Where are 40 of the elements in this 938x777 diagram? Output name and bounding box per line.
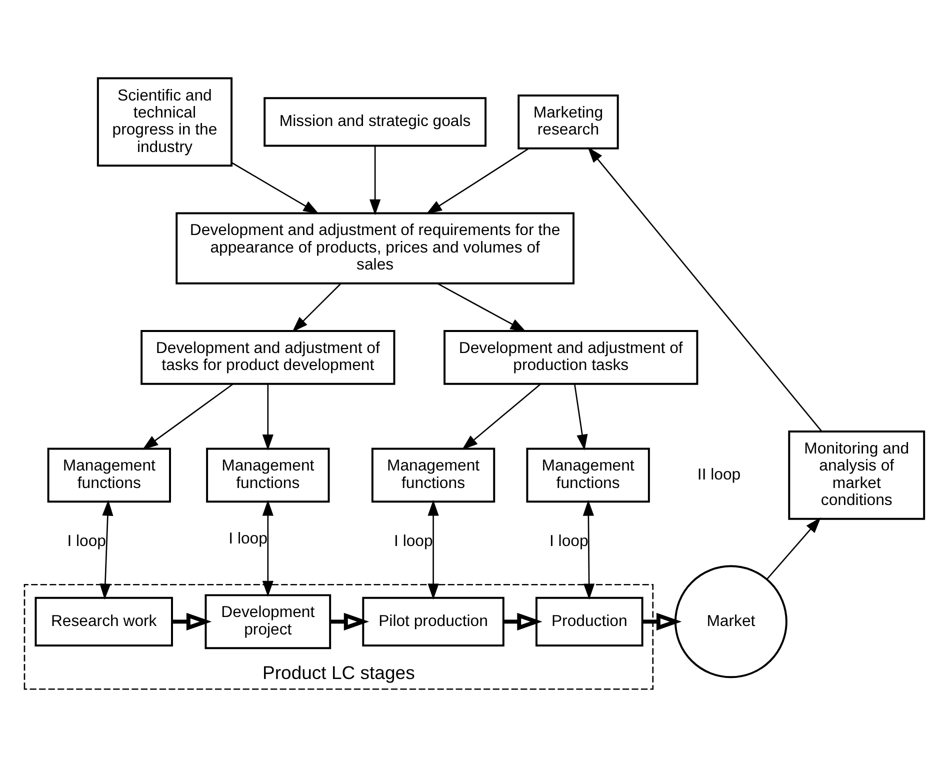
node-box: Research work (34, 596, 173, 646)
arrow (142, 382, 234, 450)
arrow (588, 146, 822, 432)
label: II loop (697, 466, 741, 483)
edge-label: I loop (67, 532, 106, 550)
node-box: Scientific and technical progress in the industry (96, 76, 233, 166)
arrow (426, 148, 530, 214)
arrow (437, 282, 526, 332)
node-circle: Market (674, 564, 788, 678)
node-box: Management functions (526, 447, 650, 502)
arrow (642, 612, 682, 630)
node-box: Monitoring and analysis of market conditions (788, 430, 926, 520)
arrow (262, 499, 274, 596)
node-box: Marketing research (518, 94, 619, 149)
arrow (582, 499, 595, 600)
node-box: Production (535, 596, 644, 646)
arrow (100, 499, 114, 600)
node-box: Management functions (371, 447, 496, 502)
arrow (232, 162, 320, 214)
edge-label: I loop (550, 532, 588, 550)
arrow (330, 612, 370, 630)
arrow (262, 384, 274, 450)
node-box: Management functions (47, 447, 171, 502)
edge-label: I loop (228, 530, 268, 547)
node-box: Mission and strategic goals (264, 96, 487, 146)
arrow (428, 499, 439, 600)
arrow (574, 384, 588, 450)
node-box: Development and adjustment of production tasks (444, 329, 698, 384)
node-box: Development and adjustment of requirements for the appearance of products, prices and volumes of sales (176, 212, 574, 284)
node-box: Management functions (206, 447, 330, 502)
node-box: Pilot production (362, 596, 504, 646)
arrow (462, 383, 542, 450)
node-box: Development and adjustment of tasks for product development (140, 329, 396, 384)
node-box: Development project (204, 594, 332, 649)
arrow (766, 516, 821, 580)
edge-label: I loop (394, 532, 433, 550)
arrow (172, 612, 212, 630)
arrow (370, 145, 381, 215)
arrow (503, 612, 542, 630)
arrow (292, 282, 342, 332)
